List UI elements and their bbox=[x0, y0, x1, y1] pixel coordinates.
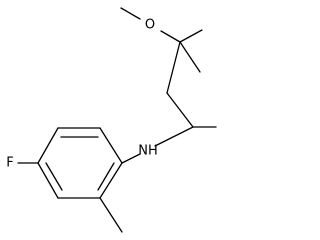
bond-oxygen-quaternary-carbon bbox=[160, 30, 181, 43]
ring-double-bond-3 bbox=[97, 162, 115, 191]
bond-quaternary-methylene bbox=[166, 41, 181, 94]
bond-methine-nitrogen bbox=[154, 126, 194, 147]
bond-methylene-methine bbox=[166, 92, 194, 128]
ring-bond-1 bbox=[99, 127, 123, 164]
ring-bond-4 bbox=[37, 162, 59, 199]
ring-bond-3 bbox=[37, 127, 59, 164]
bond-ring-methyl bbox=[99, 197, 123, 233]
fluorine-label: F bbox=[6, 156, 13, 171]
methoxy-oxygen-label: O bbox=[145, 18, 155, 33]
amine-nitrogen-label: NH bbox=[138, 144, 158, 159]
ring-double-bond-2 bbox=[45, 162, 63, 191]
bond-quaternary-methyl-up bbox=[179, 29, 203, 43]
bond-methoxy-methyl bbox=[120, 7, 141, 20]
bond-quaternary-methyl-down bbox=[179, 41, 201, 73]
bond-nitrogen-ring bbox=[121, 153, 141, 164]
molecule-structure: O F NH bbox=[6, 7, 217, 233]
ring-bond-6 bbox=[99, 162, 123, 199]
